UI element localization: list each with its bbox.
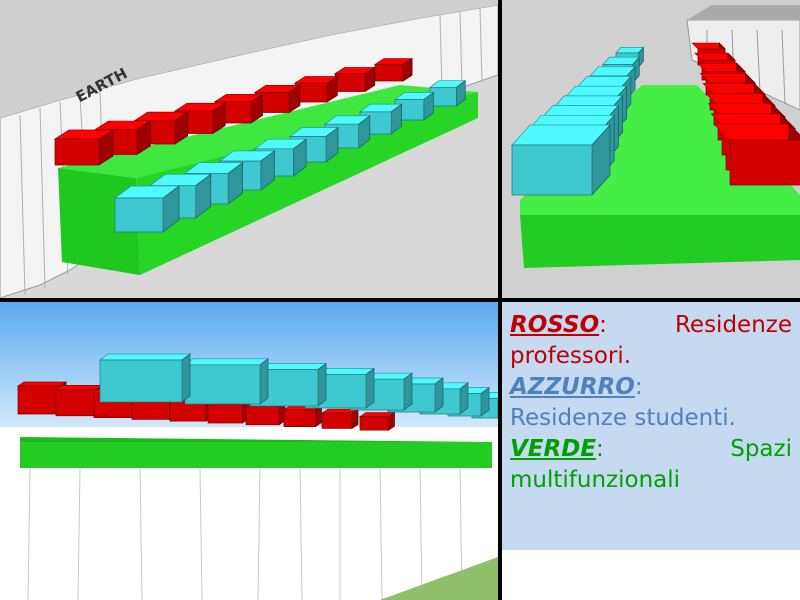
cyan-block-10-front xyxy=(429,86,457,107)
legend-box: ROSSO: Residenze professori. AZZURRO: Re… xyxy=(502,302,800,550)
cyan-side-block-1-front xyxy=(99,359,183,403)
render-top-left-svg: EARTH xyxy=(0,0,498,298)
render-view-top-right xyxy=(502,0,800,298)
render-view-bottom-left xyxy=(0,302,498,600)
cyan-col-block-1-front xyxy=(511,144,593,196)
legend-key-red: ROSSO xyxy=(510,312,600,338)
red-block-8-front xyxy=(334,73,366,92)
legend-text-red-1: Residenze xyxy=(674,312,792,338)
legend-key-green: VERDE xyxy=(510,436,597,462)
legend-key-blue: AZZURRO xyxy=(510,374,635,400)
legend-row-red-2: professori. xyxy=(510,341,792,372)
red-side-block-10-front xyxy=(359,416,389,431)
render-bottom-left-svg xyxy=(0,302,498,600)
cyan-side-block-4-side xyxy=(365,367,375,409)
legend-row-blue-2: Residenze studenti. xyxy=(510,403,792,434)
red-side-block-8-front xyxy=(283,409,316,427)
legend-row-green: VERDE: Spazi xyxy=(510,434,792,465)
horizontal-divider xyxy=(0,298,800,302)
legend-sep-red: : xyxy=(599,312,607,338)
legend-sep-blue: : xyxy=(634,374,643,400)
red-side-block-9-front xyxy=(321,412,353,429)
cyan-blocks-student-residences xyxy=(113,79,467,233)
cyan-side-block-6-side xyxy=(434,377,444,413)
red-blocks-professor-residences-view2 xyxy=(691,42,800,186)
cyan-side-block-2-top xyxy=(183,358,270,366)
red-side-block-7-front xyxy=(245,406,280,426)
red-side-block-2-front xyxy=(55,389,97,417)
cyan-blocks-student-residences-view2 xyxy=(511,46,645,196)
cyan-block-1-front xyxy=(114,197,164,233)
legend-panel: ROSSO: Residenze professori. AZZURRO: Re… xyxy=(502,302,800,600)
red-side-block-8-side xyxy=(315,405,322,428)
cyan-blocks-student-residences-view3 xyxy=(98,353,498,419)
legend-text-green-1: Spazi xyxy=(730,436,792,462)
cyan-side-block-3-side xyxy=(317,362,327,407)
cyan-side-block-1-side xyxy=(181,353,191,403)
red-blocks-professor-residences xyxy=(53,57,414,166)
cyan-side-block-1-top xyxy=(98,353,192,361)
legend-row-green-2: multifunzionali xyxy=(510,465,792,496)
render-view-top-left: EARTH xyxy=(0,0,498,298)
legend-text-green-2: multifunzionali xyxy=(510,467,681,493)
red-block-1-front xyxy=(54,138,100,166)
legend-text-blue: Residenze studenti. xyxy=(510,405,736,431)
red-col-block-1-front xyxy=(729,139,800,186)
red-side-block-1-top xyxy=(16,381,68,387)
red-block-9-front xyxy=(374,64,404,82)
legend-text-red-2: professori. xyxy=(510,343,632,369)
render-top-right-svg xyxy=(502,0,800,298)
legend-sep-green: : xyxy=(596,436,604,462)
cyan-side-block-2-front xyxy=(184,364,261,405)
cyan-side-block-5-side xyxy=(403,372,413,411)
legend-row-red: ROSSO: Residenze xyxy=(510,310,792,341)
legend-row-blue: AZZURRO: xyxy=(510,372,792,403)
red-side-block-1-front xyxy=(17,385,61,415)
red-side-block-2-top xyxy=(54,385,104,390)
cyan-side-block-7-side xyxy=(459,382,469,415)
red-side-block-6-front xyxy=(207,402,243,424)
cyan-side-block-2-side xyxy=(259,358,269,405)
